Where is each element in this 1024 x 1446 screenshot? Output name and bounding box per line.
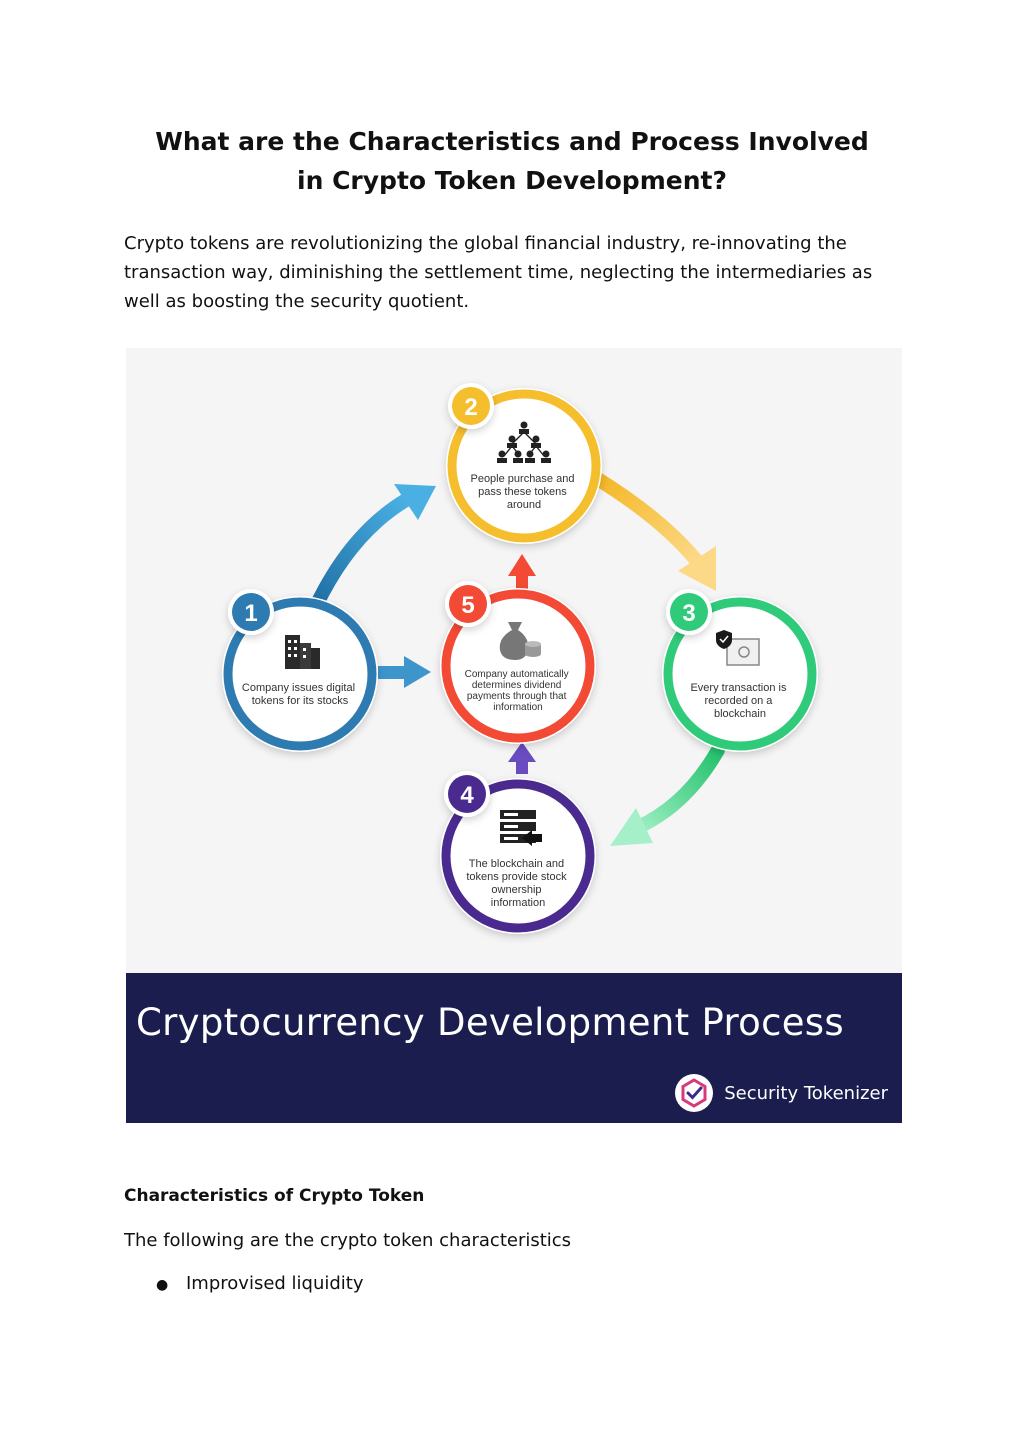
intro-paragraph: Crypto tokens are revolutionizing the gl… (124, 233, 873, 312)
step-5-line-1: Company automatically (465, 669, 569, 680)
figure-banner: Cryptocurrency Development Process Secur… (126, 973, 902, 1123)
money-bag-coins-icon (499, 622, 541, 660)
step-3: Every transaction is recorded on a block… (662, 589, 818, 752)
banner-title: Cryptocurrency Development Process (136, 1001, 844, 1044)
security-tokenizer-logo-icon (675, 1074, 714, 1112)
step-4: The blockchain and tokens provide stock … (440, 771, 596, 934)
step-5-number: 5 (461, 592, 474, 619)
step-2-label: People purchase and pass these tokens ar… (470, 473, 577, 511)
step-3-number: 3 (682, 600, 695, 627)
process-diagram-svg: Company issues digital tokens for its st… (222, 383, 818, 934)
arrow-step1-to-step2 (309, 484, 436, 613)
arrow-step3-to-step4 (610, 743, 725, 846)
step-3-line-3: blockchain (714, 708, 766, 720)
office-building-icon (285, 635, 320, 669)
step-1-line-2: tokens for its stocks (252, 695, 349, 707)
process-infographic: Company issues digital tokens for its st… (126, 348, 902, 1123)
step-5-label: Company automatically determines dividen… (465, 669, 572, 713)
step-1: Company issues digital tokens for its st… (222, 589, 378, 752)
list-item-text: Improvised liquidity (186, 1273, 364, 1294)
server-arrow-icon (500, 810, 542, 846)
step-4-label: The blockchain and tokens provide stock … (466, 858, 569, 909)
step-1-label: Company issues digital tokens for its st… (242, 682, 358, 707)
step-4-line-4: information (491, 897, 545, 909)
characteristics-list: ● Improvised liquidity (124, 1273, 364, 1294)
step-1-number: 1 (244, 600, 257, 627)
brand-lockup: Security Tokenizer (674, 1073, 888, 1113)
arrow-step5-to-step2 (508, 554, 536, 590)
step-5-line-3: payments through that (467, 691, 567, 702)
step-4-number: 4 (460, 782, 474, 809)
step-5-line-4: information (493, 702, 542, 713)
section-heading: Characteristics of Crypto Token (124, 1186, 425, 1206)
step-3-line-1: Every transaction is (690, 682, 786, 694)
arrow-step2-to-step3 (589, 471, 716, 591)
step-2-number: 2 (464, 394, 477, 421)
step-1-line-1: Company issues digital (242, 682, 355, 694)
step-2-line-2: pass these tokens (478, 486, 567, 498)
step-2: People purchase and pass these tokens ar… (446, 383, 602, 544)
people-network-icon (497, 421, 551, 463)
arrow-step1-to-step5 (378, 656, 431, 688)
section-lead: The following are the crypto token chara… (124, 1230, 572, 1251)
document-title: What are the Characteristics and Process… (155, 127, 869, 195)
secure-safe-icon (716, 630, 760, 666)
list-item: ● Improvised liquidity (124, 1273, 364, 1294)
process-diagram: Company issues digital tokens for its st… (126, 348, 902, 973)
brand-name: Security Tokenizer (724, 1082, 888, 1104)
step-5-line-2: determines dividend (472, 680, 562, 691)
step-5: Company automatically determines dividen… (440, 581, 596, 744)
step-2-line-1: People purchase and (470, 473, 574, 485)
bullet-dot-icon: ● (156, 1277, 169, 1293)
step-3-label: Every transaction is recorded on a block… (690, 682, 789, 720)
step-4-line-2: tokens provide stock (466, 871, 567, 883)
step-4-line-1: The blockchain and (469, 858, 564, 870)
arrow-step4-to-step5 (508, 742, 536, 774)
step-3-line-2: recorded on a (705, 695, 774, 707)
step-4-line-3: ownership (491, 884, 541, 896)
step-2-line-3: around (507, 499, 541, 511)
